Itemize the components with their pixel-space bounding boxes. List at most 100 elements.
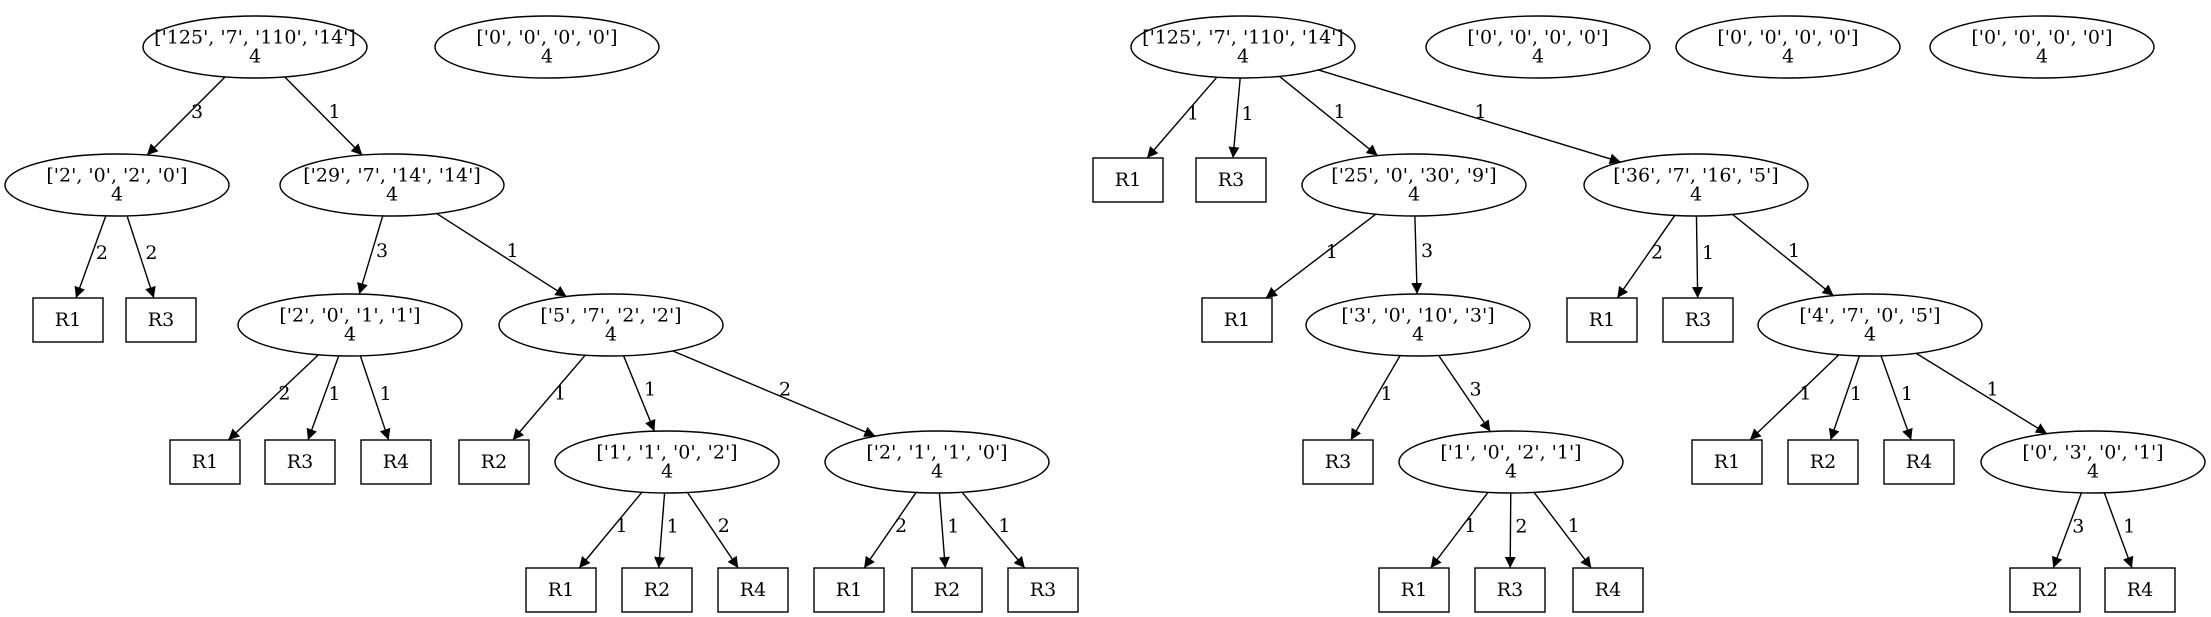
leaf-node: R2 xyxy=(1787,439,1859,485)
node-label: R3 xyxy=(1218,169,1244,191)
node-label: ['0', '3', '0', '1'] xyxy=(2022,442,2163,464)
edge-arrow xyxy=(284,76,363,156)
edge: 1 xyxy=(2103,492,2135,569)
edge-arrow xyxy=(1616,215,1676,299)
leaf-node: R2 xyxy=(458,439,530,485)
edge-label: 3 xyxy=(1469,379,1481,401)
node-ellipse xyxy=(1980,430,2206,494)
edge-arrow xyxy=(436,212,567,298)
edge: 1 xyxy=(1228,77,1254,159)
node-label: ['2', '0', '1', '1'] xyxy=(279,305,420,327)
edge: 3 xyxy=(2051,492,2084,569)
node-ellipse xyxy=(4,153,230,217)
node-count: 4 xyxy=(1408,184,1420,206)
edge-label: 3 xyxy=(376,240,388,262)
node-label: R1 xyxy=(1714,451,1740,473)
edge-label: 1 xyxy=(1474,101,1486,123)
node-label: R4 xyxy=(740,579,766,601)
edge-arrow xyxy=(1504,492,1516,569)
node-box xyxy=(1302,439,1374,485)
node-count: 4 xyxy=(1412,324,1424,346)
edge-arrow xyxy=(578,491,643,569)
edge-arrow xyxy=(306,355,340,441)
node-box xyxy=(525,567,597,613)
tree-node: ['0', '0', '0', '0']4 xyxy=(1425,15,1651,79)
edge-arrow xyxy=(1318,69,1621,165)
edge-arrow xyxy=(1731,213,1835,297)
node-box xyxy=(1378,567,1450,613)
node-ellipse xyxy=(824,430,1050,494)
edge-label: 2 xyxy=(895,515,907,537)
node-ellipse xyxy=(1130,15,1356,79)
edge-arrow xyxy=(126,215,156,299)
node-label: ['4', '7', '0', '5'] xyxy=(1799,305,1940,327)
leaf-node: R4 xyxy=(1883,439,1955,485)
tree-node: ['25', '0', '30', '9']4 xyxy=(1301,153,1527,217)
node-box xyxy=(169,439,241,485)
node-box xyxy=(717,567,789,613)
edge-label: 1 xyxy=(379,383,391,405)
edge: 1 xyxy=(622,355,656,432)
edge-arrow xyxy=(1533,491,1592,569)
node-label: ['125', '7', '110', '14'] xyxy=(154,27,356,49)
edge-label: 3 xyxy=(1421,240,1433,262)
node-ellipse xyxy=(1929,15,2155,79)
edge-label: 1 xyxy=(1242,103,1254,125)
node-count: 4 xyxy=(249,46,261,68)
edge: 1 xyxy=(512,354,586,441)
leaf-node: R3 xyxy=(264,439,336,485)
node-label: R4 xyxy=(2127,579,2153,601)
edge: 1 xyxy=(961,491,1026,569)
edge-arrow xyxy=(1350,355,1401,441)
edge-label: 2 xyxy=(278,382,290,404)
edge: 1 xyxy=(1692,215,1714,299)
node-label: R1 xyxy=(1401,579,1427,601)
edge: 1 xyxy=(436,212,567,298)
edge: 2 xyxy=(227,354,319,441)
node-label: R2 xyxy=(644,579,670,601)
node-count: 4 xyxy=(1237,46,1249,68)
node-label: ['36', '7', '16', '5'] xyxy=(1613,165,1778,187)
node-box xyxy=(2104,567,2176,613)
node-label: ['5', '7', '2', '2'] xyxy=(540,305,681,327)
edge-label: 1 xyxy=(506,240,518,262)
edge-arrow xyxy=(672,350,876,437)
leaf-node: R1 xyxy=(525,567,597,613)
edge: 3 xyxy=(1411,215,1433,295)
leaf-node: R3 xyxy=(1302,439,1374,485)
node-box xyxy=(1566,297,1638,343)
leaf-node: R4 xyxy=(1572,567,1644,613)
node-label: R1 xyxy=(1115,169,1141,191)
node-label: ['3', '0', '10', '3'] xyxy=(1341,305,1494,327)
edge-label: 2 xyxy=(96,242,108,264)
edge-label: 1 xyxy=(328,101,340,123)
node-ellipse xyxy=(498,293,724,357)
edge-arrow xyxy=(146,76,226,156)
node-ellipse xyxy=(1301,153,1527,217)
node-count: 4 xyxy=(344,324,356,346)
tree-node: ['1', '0', '2', '1']4 xyxy=(1398,430,1624,494)
node-label: R2 xyxy=(2032,579,2058,601)
node-label: ['1', '0', '2', '1'] xyxy=(1440,442,1581,464)
edge-arrow xyxy=(359,355,391,441)
node-box xyxy=(1691,439,1763,485)
edge: 1 xyxy=(578,491,643,569)
leaf-node: R1 xyxy=(32,297,104,343)
node-box xyxy=(813,567,885,613)
leaf-node: R1 xyxy=(1378,567,1450,613)
edge: 2 xyxy=(1616,215,1676,299)
node-label: R4 xyxy=(1595,579,1621,601)
edge: 1 xyxy=(306,355,340,441)
tree-node: ['2', '0', '1', '1']4 xyxy=(237,293,463,357)
edge-label: 1 xyxy=(1850,383,1862,405)
node-label: R1 xyxy=(1589,309,1615,331)
edge-arrow xyxy=(1915,352,2048,435)
edge: 3 xyxy=(1438,355,1491,432)
node-box xyxy=(1474,567,1546,613)
node-count: 4 xyxy=(386,184,398,206)
edge: 1 xyxy=(1430,491,1489,569)
node-label: R3 xyxy=(287,451,313,473)
node-box xyxy=(1883,439,1955,485)
